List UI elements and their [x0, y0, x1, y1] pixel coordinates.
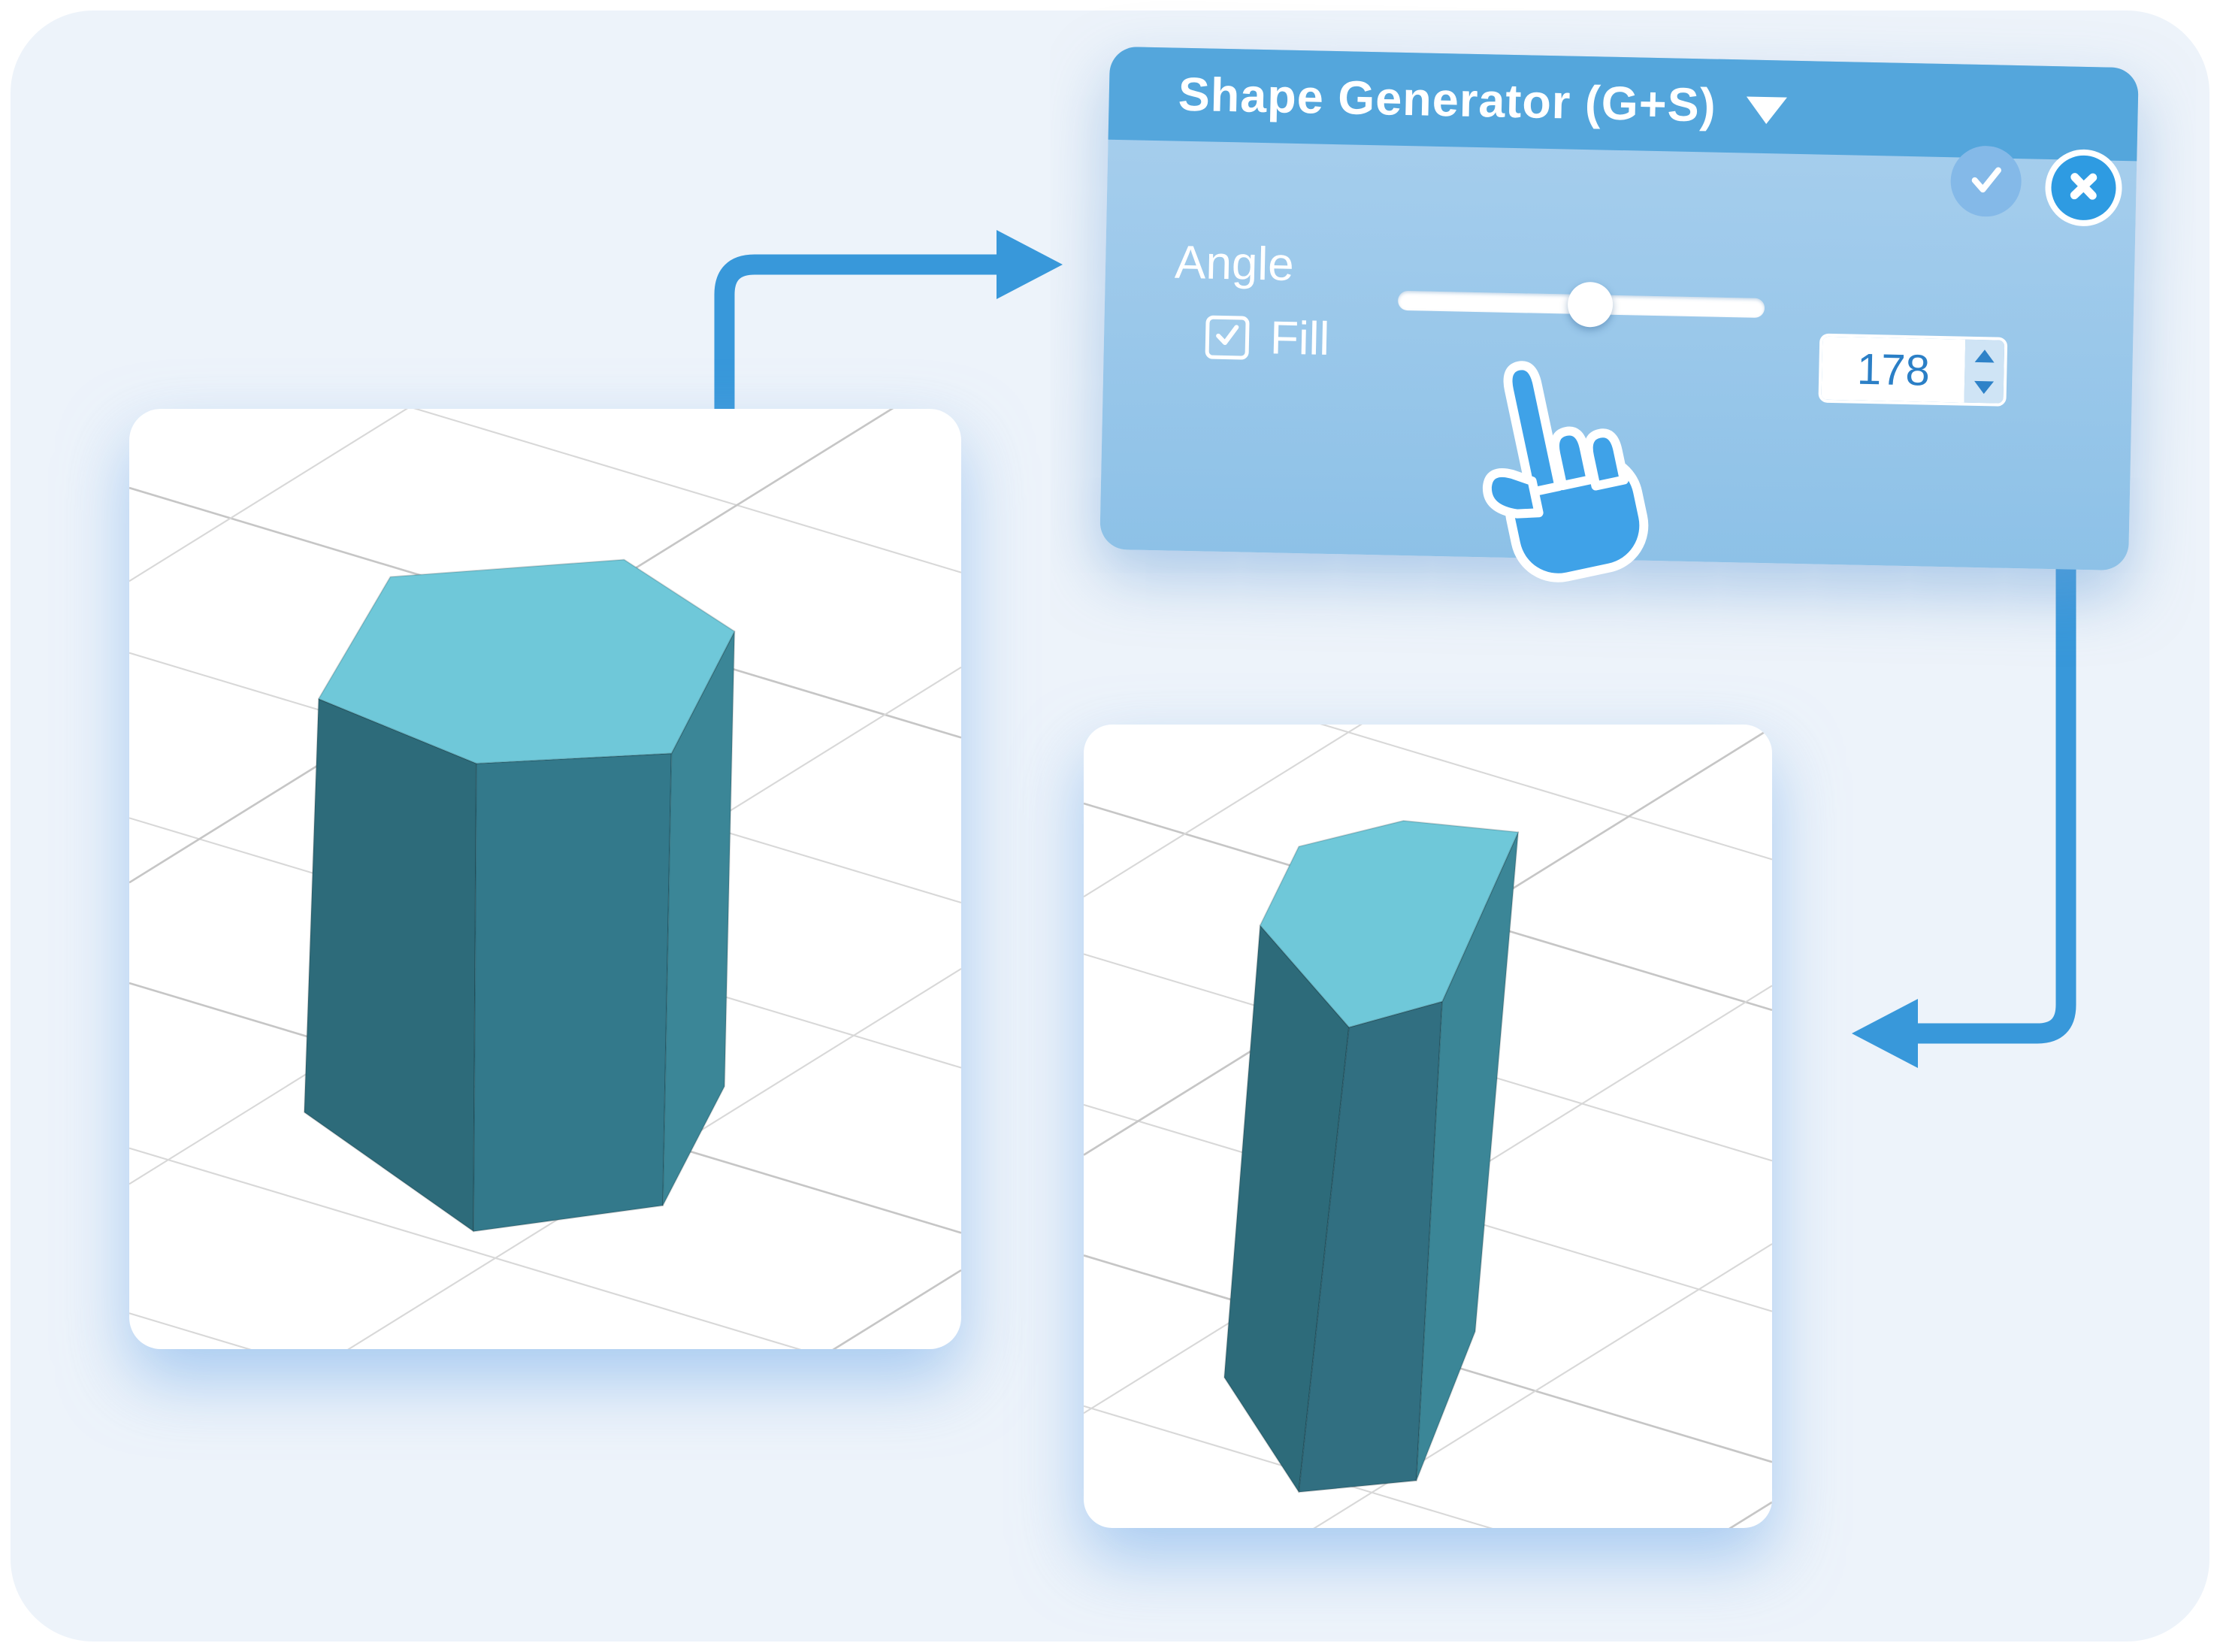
angle-slider[interactable] [1397, 278, 1765, 331]
check-icon [1965, 159, 2007, 204]
angle-spinner [1964, 339, 2005, 404]
angle-value-input[interactable]: 178 [1821, 336, 1966, 403]
cut-hexagonal-prism[interactable] [1223, 819, 1520, 1493]
spinner-down-button[interactable] [1964, 371, 2004, 404]
panel-title: Shape Generator (G+S) [1178, 68, 1717, 132]
fill-label: Fill [1269, 312, 1330, 365]
triangle-up-icon [1974, 349, 1995, 362]
confirm-button[interactable] [1949, 145, 2022, 218]
viewport-after[interactable] [1084, 725, 1772, 1528]
angle-label: Angle [1174, 236, 1295, 291]
hexagonal-prism[interactable] [303, 558, 736, 1233]
fill-option: Fill [1205, 310, 1330, 365]
spinner-up-button[interactable] [1964, 340, 2004, 372]
close-icon [2064, 167, 2103, 209]
shape-generator-panel: Shape Generator (G+S) Angle [1099, 46, 2139, 571]
dropdown-caret-icon[interactable] [1746, 96, 1787, 125]
viewport-before[interactable] [129, 409, 961, 1349]
checkmark-icon [1213, 321, 1242, 354]
close-button[interactable] [2044, 148, 2123, 227]
fill-checkbox[interactable] [1205, 314, 1250, 360]
slider-thumb[interactable] [1567, 281, 1614, 328]
triangle-down-icon [1974, 380, 1995, 394]
angle-value-group: 178 [1818, 333, 2008, 407]
